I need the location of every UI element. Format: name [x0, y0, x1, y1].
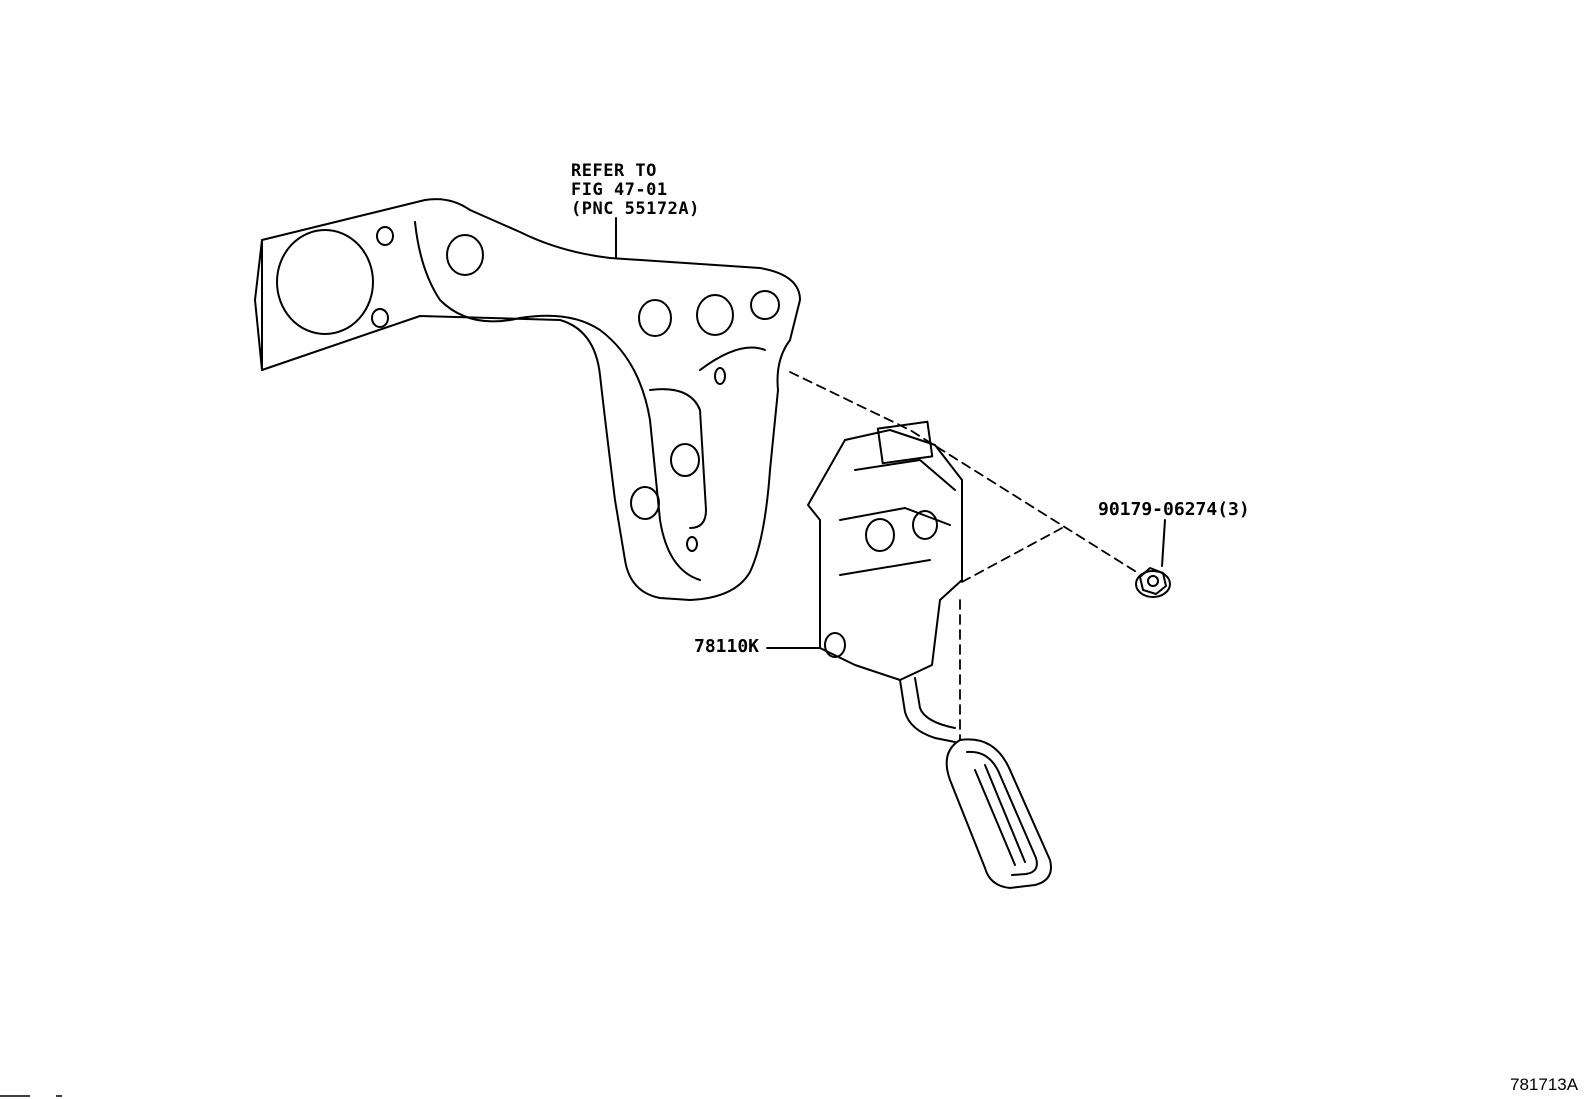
- bracket-bolt-hole-1: [446, 234, 484, 276]
- bracket-rib: [414, 221, 701, 581]
- pedal-bracket: [254, 198, 801, 601]
- flange-nut: [1135, 567, 1171, 598]
- bracket-outline: [261, 198, 801, 601]
- bracket-bolt-hole-2: [638, 299, 672, 337]
- refer-note-line-1: REFER TO: [571, 161, 657, 181]
- housing-detail-3: [839, 559, 931, 576]
- bracket-bolt-hole-4: [750, 290, 780, 320]
- dashed-line-bracket-to-nut: [789, 371, 1139, 574]
- bracket-inner-edge-2: [649, 388, 707, 529]
- part-number-nut[interactable]: 90179-06274(3): [1098, 499, 1250, 520]
- nut-bore: [1147, 575, 1159, 587]
- nut-flange: [1135, 570, 1171, 598]
- installation-dashed-lines: [789, 371, 1139, 741]
- nut-leader-line: [1161, 519, 1166, 567]
- bracket-bolt-hole-6: [630, 486, 660, 520]
- housing-boss-1: [865, 518, 895, 552]
- housing-detail: [854, 459, 956, 491]
- bracket-inner-edge: [699, 346, 766, 371]
- refer-note-line-3: (PNC 55172A): [571, 199, 700, 219]
- bracket-bolt-hole-3: [696, 294, 734, 336]
- figure-id: 781713A: [1510, 1075, 1579, 1094]
- housing-boss-2: [912, 510, 938, 540]
- pedal-pad-rib: [974, 769, 1016, 866]
- housing-boss-3: [824, 632, 846, 658]
- sensor-housing: [807, 429, 963, 681]
- pedal-assembly: [807, 420, 1052, 889]
- dashed-line-housing-corner: [961, 527, 1063, 583]
- part-number-pedal-assembly[interactable]: 78110K: [694, 636, 760, 657]
- bracket-bolt-hole-5: [670, 443, 700, 477]
- bracket-flange: [254, 239, 263, 371]
- bracket-slot: [714, 367, 726, 385]
- bracket-slot-2: [686, 536, 698, 552]
- pedal-pad-inner: [966, 750, 1038, 876]
- pedal-pad-rib-2: [984, 764, 1026, 863]
- connector: [876, 420, 934, 465]
- pedal-arm: [899, 679, 956, 743]
- pedal-pad: [945, 738, 1052, 889]
- pedal-arm-2: [914, 677, 956, 729]
- bracket-small-hole-2: [371, 308, 389, 328]
- refer-note-line-2: FIG 47-01: [571, 180, 668, 200]
- bracket-large-hole: [276, 229, 374, 335]
- bracket-small-hole-1: [376, 226, 394, 246]
